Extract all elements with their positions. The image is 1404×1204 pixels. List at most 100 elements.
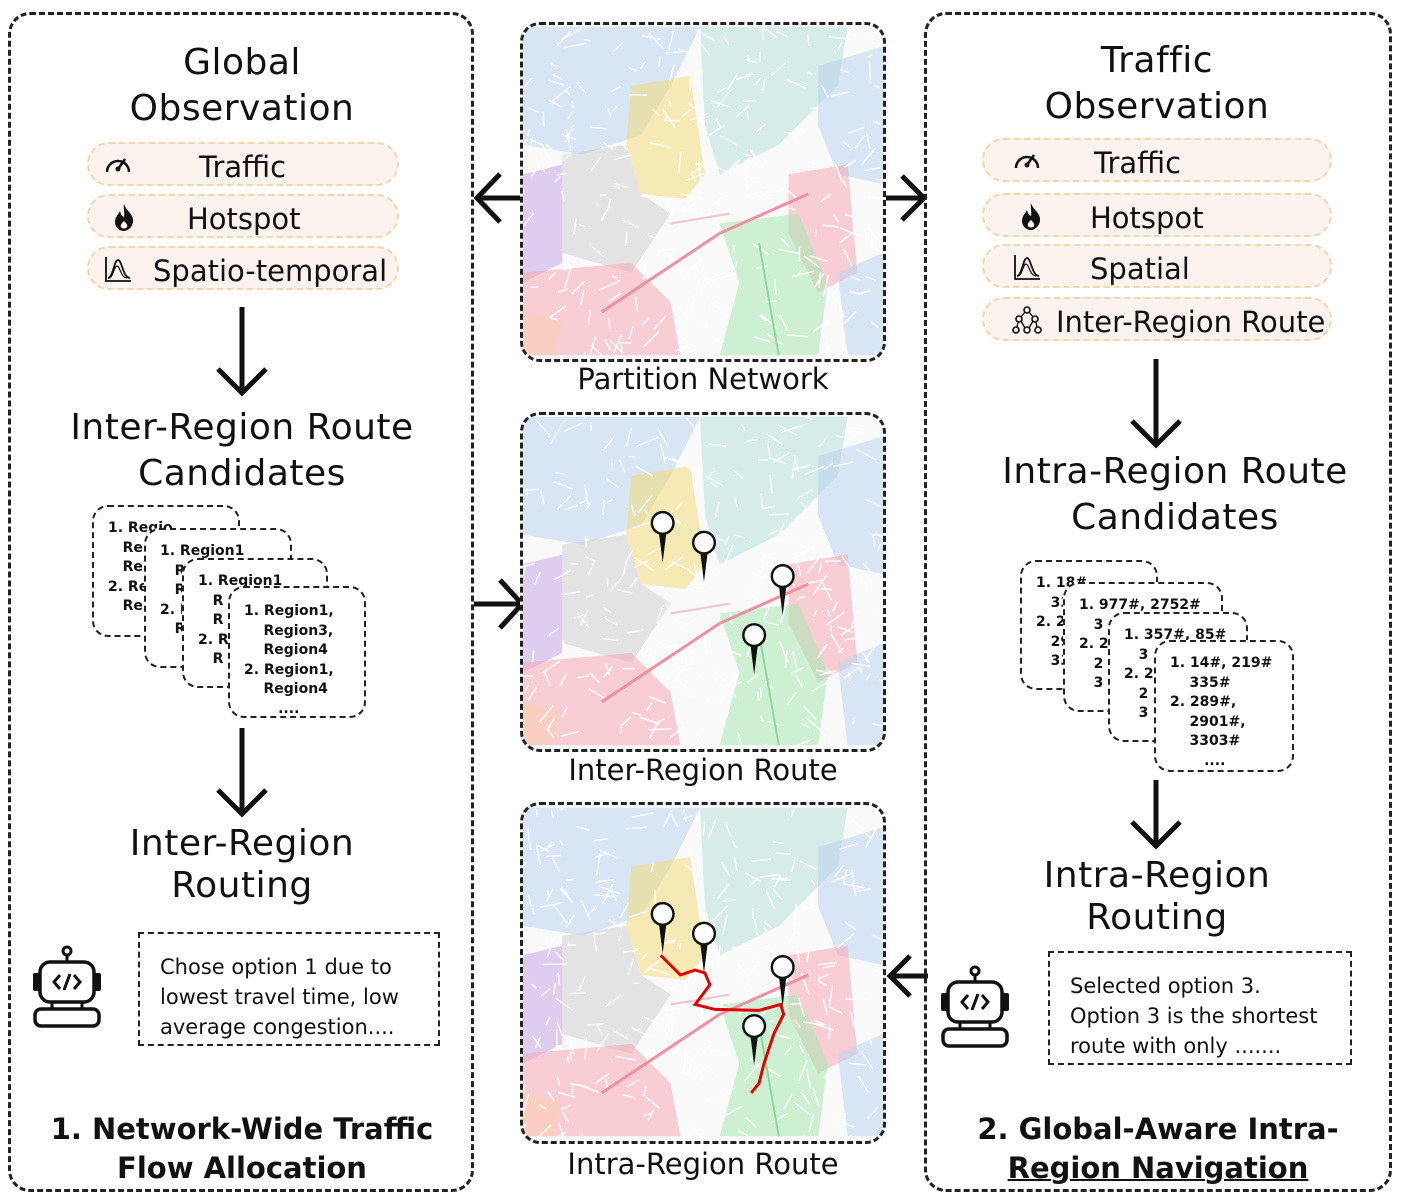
- road-segment: [527, 687, 537, 701]
- road-segment: [626, 629, 644, 634]
- road-segment: [768, 1019, 776, 1024]
- road-segment: [865, 673, 872, 681]
- road-segment: [529, 138, 544, 147]
- road-segment: [800, 1091, 812, 1107]
- road-segment: [784, 1046, 793, 1056]
- road-segment: [530, 162, 541, 179]
- road-segment: [576, 826, 590, 831]
- road-segment: [602, 141, 614, 150]
- road-segment: [763, 27, 778, 39]
- road-segment: [577, 975, 586, 992]
- road-segment: [584, 484, 589, 505]
- map-region: [818, 436, 883, 575]
- map-region: [818, 827, 883, 966]
- road-segment: [762, 601, 773, 621]
- section-title-line: 1. Network-Wide Traffic: [50, 1112, 434, 1146]
- road-segment: [671, 457, 690, 468]
- road-segment: [811, 537, 820, 550]
- traffic-observation-title: Traffic Observation: [1044, 40, 1270, 127]
- road-segment: [533, 571, 542, 585]
- road-segment: [854, 135, 865, 149]
- road-segment: [860, 147, 876, 166]
- road-segment: [749, 1057, 761, 1069]
- road-segment: [797, 997, 806, 1018]
- road-segment: [653, 315, 667, 331]
- road-segment: [536, 844, 550, 853]
- road-segment: [734, 260, 739, 268]
- road-segment: [600, 1013, 721, 1095]
- road-segment: [669, 1049, 678, 1057]
- road-segment: [680, 303, 684, 318]
- road-segment: [590, 126, 607, 130]
- road-segment: [791, 856, 796, 873]
- partition-network-map: [520, 22, 886, 362]
- road-segment: [814, 273, 825, 288]
- road-segment: [853, 887, 872, 893]
- road-segment: [836, 435, 852, 441]
- road-segment: [695, 674, 702, 679]
- road-segment: [539, 704, 554, 723]
- road-segment: [862, 562, 873, 575]
- road-segment: [523, 565, 527, 578]
- road-segment: [802, 1136, 807, 1141]
- road-segment: [557, 494, 572, 510]
- road-segment: [792, 739, 812, 748]
- road-segment: [770, 62, 787, 76]
- distribution-chart-icon: [105, 257, 131, 282]
- road-segment: [733, 469, 745, 480]
- road-segment: [687, 1120, 702, 1136]
- map-region: [700, 807, 848, 956]
- road-segment: [688, 203, 694, 211]
- road-segment: [561, 591, 580, 596]
- card-line: R: [160, 621, 186, 637]
- map-region: [626, 75, 705, 199]
- road-segment: [806, 558, 819, 574]
- road-segment: [841, 556, 850, 568]
- card-line: R: [198, 592, 224, 609]
- road-segment: [809, 106, 819, 110]
- road-segment: [719, 582, 809, 625]
- map-label: Inter-Region Route: [568, 753, 838, 787]
- road-segment: [746, 674, 759, 683]
- road-segment: [684, 258, 703, 274]
- road-segment: [793, 455, 800, 473]
- road-segment: [790, 809, 795, 818]
- road-segment: [720, 861, 731, 877]
- location-pin-icon: [691, 921, 717, 973]
- road-segment: [871, 321, 879, 329]
- road-segment: [623, 949, 639, 953]
- road-segment: [813, 609, 818, 617]
- road-segment: [604, 338, 612, 352]
- road-segment: [523, 562, 536, 568]
- route-path: [659, 954, 786, 1094]
- road-segment: [821, 85, 829, 98]
- road-segment: [708, 443, 727, 447]
- road-segment: [684, 333, 690, 341]
- road-segment: [545, 143, 555, 153]
- road-segment: [713, 1053, 728, 1056]
- road-segment: [722, 914, 728, 935]
- right-arrow-icon: [882, 174, 928, 222]
- inter-region-route-label: Inter-Region Route: [1056, 305, 1326, 339]
- road-segment: [684, 270, 698, 291]
- road-segment: [536, 420, 551, 436]
- road-segment: [679, 208, 688, 213]
- road-segment: [556, 1044, 567, 1051]
- road-segment: [682, 193, 704, 201]
- reasoning-line: average congestion....: [160, 1015, 395, 1039]
- road-segment: [744, 872, 761, 882]
- road-segment: [724, 544, 734, 564]
- road-segment: [840, 625, 855, 637]
- road-segment: [595, 879, 615, 883]
- road-segment: [628, 550, 633, 559]
- road-segment: [643, 1086, 647, 1094]
- road-segment: [762, 505, 776, 510]
- road-segment: [710, 99, 732, 108]
- road-segment: [727, 1136, 736, 1141]
- road-segment: [809, 254, 828, 262]
- road-segment: [695, 733, 700, 744]
- road-segment: [558, 1123, 566, 1140]
- road-segment: [540, 988, 551, 998]
- road-segment: [587, 905, 597, 917]
- road-segment: [696, 61, 701, 81]
